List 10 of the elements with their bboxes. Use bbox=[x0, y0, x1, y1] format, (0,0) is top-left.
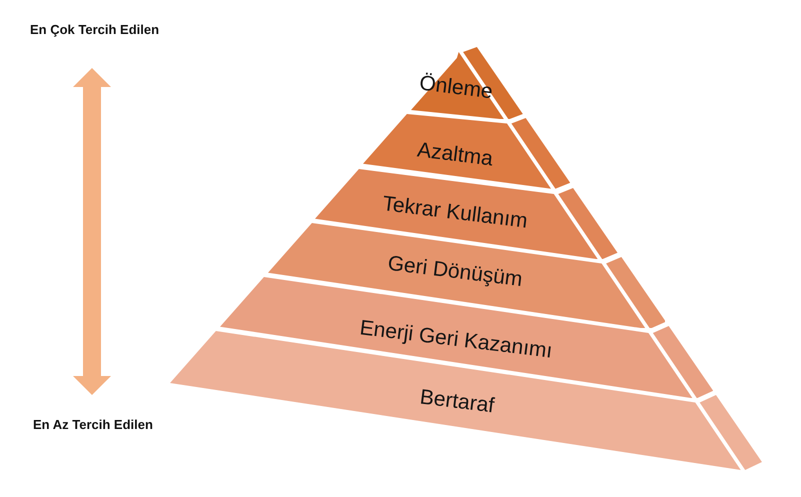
level-label: Tekrar Kullanım bbox=[381, 192, 529, 234]
level-label: Azaltma bbox=[416, 138, 494, 172]
level-label: Geri Dönüşüm bbox=[386, 252, 524, 292]
pyramid-level bbox=[411, 47, 523, 120]
pyramid-level bbox=[363, 114, 570, 190]
scale-label: En Çok Tercih Edilen bbox=[30, 22, 160, 38]
scale-label: En Az Tercih Edilen bbox=[33, 417, 153, 433]
level-label: Bertaraf bbox=[418, 385, 496, 419]
level-label: Enerji Geri Kazanımı bbox=[358, 316, 554, 364]
level-label: Önleme bbox=[418, 72, 494, 104]
